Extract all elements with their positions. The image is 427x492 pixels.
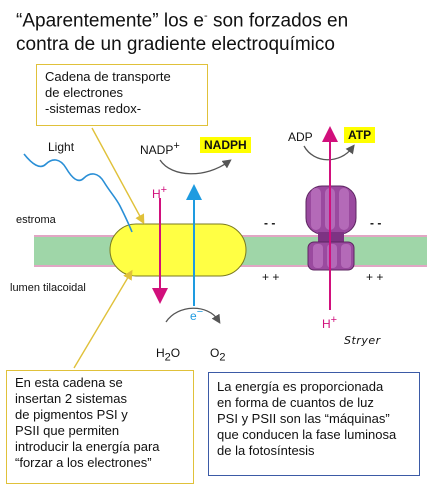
electron-label: e− xyxy=(190,306,204,323)
nadph-label: NADPH xyxy=(200,137,251,153)
charge-minus-right: - - xyxy=(370,216,382,230)
callout-line: en forma de cuantos de luz xyxy=(217,395,374,410)
water-label: H2O xyxy=(156,346,181,364)
callout-pointer-top xyxy=(91,127,145,225)
atp-synthesis-arrow xyxy=(303,144,355,161)
callout-line: “forzar a los electrones” xyxy=(15,455,152,470)
nadp-label: NADP+ xyxy=(140,140,180,157)
callout-pigmentos: En esta cadena se insertan 2 sistemas de… xyxy=(6,370,194,484)
source-label: Stryer xyxy=(344,334,381,347)
adp-label: ADP xyxy=(288,130,313,144)
nadp-reduction-arrow xyxy=(159,159,232,175)
callout-line: insertan 2 sistemas xyxy=(15,391,127,406)
water-oxidation-arrow xyxy=(165,307,221,324)
callout-cadena-transporte: Cadena de transporte de electrones -sist… xyxy=(36,64,208,126)
charge-plus-left: + + xyxy=(262,270,280,284)
callout-line: de electrones xyxy=(45,85,124,100)
callout-pointer-bottom xyxy=(73,269,133,369)
callout-line: de la fotosíntesis xyxy=(217,443,315,458)
estroma-label: estroma xyxy=(16,214,56,226)
callout-line: de pigmentos PSI y xyxy=(15,407,128,422)
charge-minus-left: - - xyxy=(264,216,276,230)
oxygen-label: O2 xyxy=(210,346,226,364)
lumen-label: lumen tilacoidal xyxy=(10,282,86,294)
page-title: “Aparentemente” los e- son forzados en c… xyxy=(16,4,416,57)
electron-transport-complex xyxy=(109,223,247,277)
callout-energia: La energía es proporcionada en forma de … xyxy=(208,372,420,476)
light-label: Light xyxy=(48,140,75,154)
title-line-2: contra de un gradiente electroquímico xyxy=(16,34,335,56)
light-wave xyxy=(23,153,133,233)
charge-plus-right: + + xyxy=(366,270,384,284)
callout-line: que conducen la fase luminosa xyxy=(217,427,397,442)
callout-line: Cadena de transporte xyxy=(45,69,171,84)
callout-line: introducir la energía para xyxy=(15,439,160,454)
callout-line: PSI y PSII son las “máquinas” xyxy=(217,411,390,426)
atp-label: ATP xyxy=(344,127,376,143)
proton-label-top: H+ xyxy=(152,184,168,201)
proton-label-bottom: H+ xyxy=(322,314,338,331)
callout-line: En esta cadena se xyxy=(15,375,123,390)
callout-line: PSII que permiten xyxy=(15,423,120,438)
callout-line: -sistemas redox- xyxy=(45,101,142,116)
callout-line: La energía es proporcionada xyxy=(217,379,384,394)
title-line-1: “Aparentemente” los e- son forzados en xyxy=(16,10,349,32)
